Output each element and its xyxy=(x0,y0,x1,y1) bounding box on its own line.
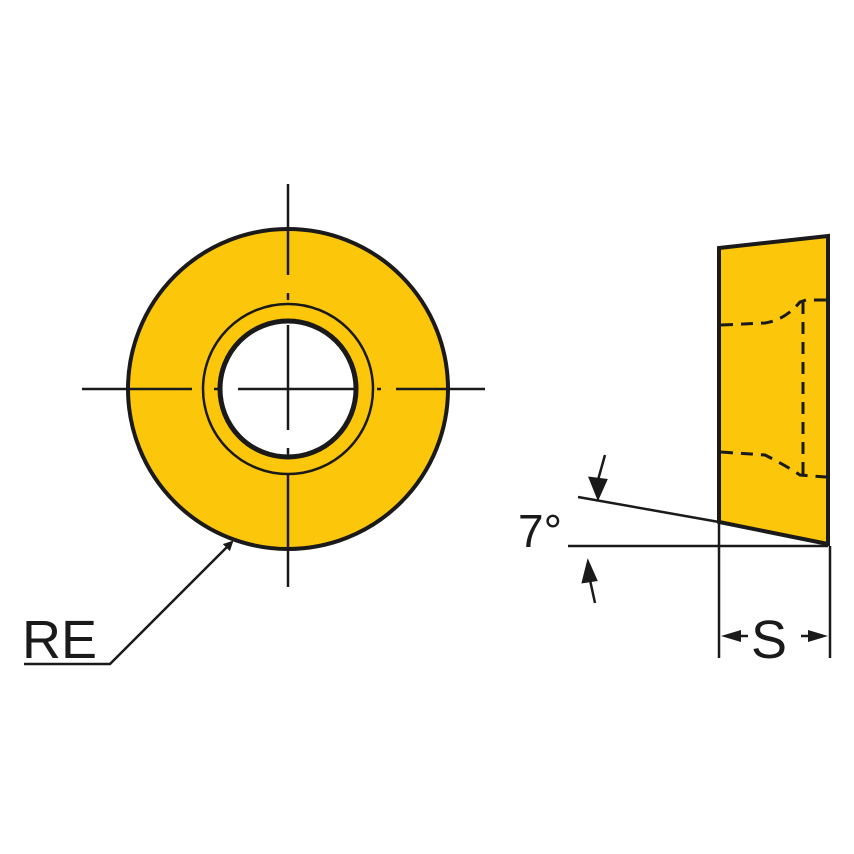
s-dimension xyxy=(721,630,828,642)
centerlines xyxy=(82,184,485,587)
insert-side-profile xyxy=(717,233,830,547)
angle-label: 7° xyxy=(518,505,562,557)
side-view: 7° S xyxy=(518,233,832,670)
s-label: S xyxy=(751,610,787,670)
re-label: RE xyxy=(22,610,97,670)
hole-chamfer-circle xyxy=(201,302,375,476)
angle-lines xyxy=(568,495,832,658)
re-leader: RE xyxy=(22,540,234,670)
front-view: RE xyxy=(22,184,485,670)
angle-arrows xyxy=(581,454,608,604)
hidden-lines xyxy=(720,298,827,479)
